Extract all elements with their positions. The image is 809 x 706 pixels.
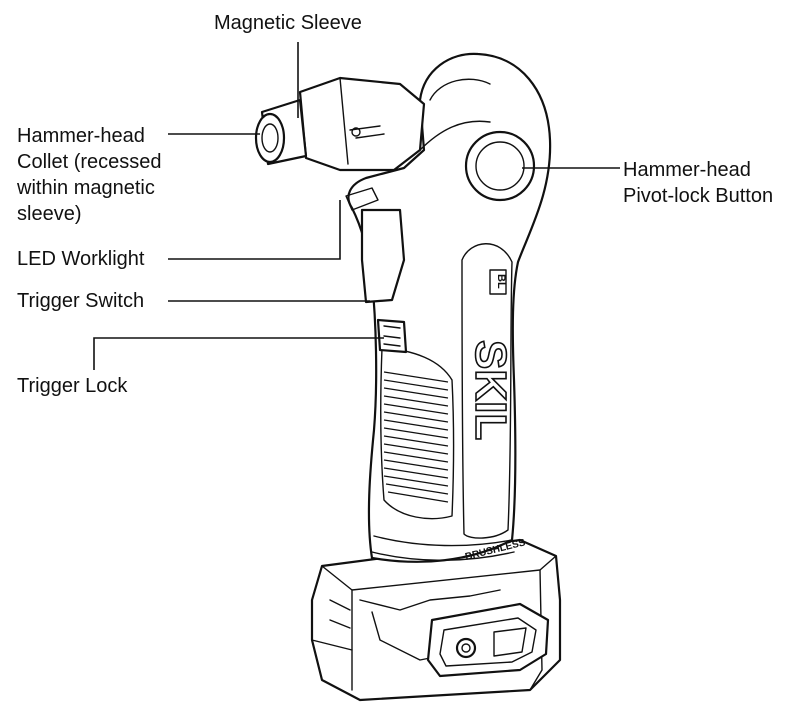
grip-ribs (383, 371, 449, 503)
led-worklight-shape (345, 187, 379, 211)
label-magnetic-sleeve: Magnetic Sleeve (214, 12, 362, 34)
label-trigger-lock: Trigger Lock (17, 375, 128, 397)
leader-lines (93, 42, 620, 370)
bl-badge: BL (495, 274, 507, 289)
brand-logo: SKIL (466, 340, 515, 440)
hammer-head (254, 76, 426, 172)
label-pivot-lock-button: Hammer-head Pivot-lock Button (623, 159, 774, 207)
trigger-switch-shape (360, 208, 406, 304)
label-trigger-switch: Trigger Switch (17, 290, 145, 312)
bl-badge-frame (489, 269, 507, 295)
tool-body (345, 52, 552, 563)
collet-shape (254, 112, 286, 164)
label-led-worklight: LED Worklight (17, 248, 145, 270)
battery-screw-icon (455, 637, 477, 659)
label-hammer-head-collet: Hammer-head Collet (recessed within magn… (17, 125, 162, 225)
trigger-lock-shape (376, 318, 408, 354)
battery-pack (310, 538, 562, 702)
